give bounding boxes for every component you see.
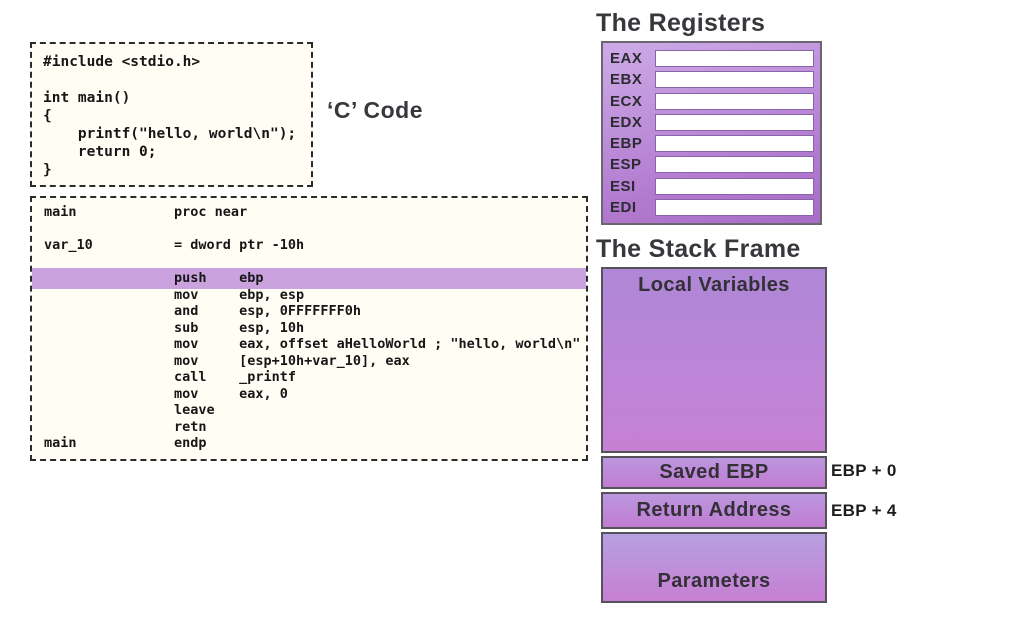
assembly-listing: main proc near var_10 = dword ptr -10h p… bbox=[32, 204, 586, 452]
register-value-box bbox=[655, 71, 814, 89]
assembly-line: main endp bbox=[44, 435, 207, 451]
assembly-line: call _printf bbox=[44, 369, 296, 385]
register-value-box bbox=[655, 156, 814, 174]
c-code-line: { bbox=[43, 108, 52, 124]
assembly-line: var_10 = dword ptr -10h bbox=[44, 237, 305, 253]
registers-title: The Registers bbox=[596, 9, 766, 37]
assembly-line: mov ebp, esp bbox=[44, 286, 305, 303]
register-name: EBP bbox=[610, 135, 643, 153]
stack-segment-label: Parameters bbox=[657, 570, 771, 592]
c-code-box: #include <stdio.h> int main() { printf("… bbox=[30, 42, 313, 187]
assembly-box: main proc near var_10 = dword ptr -10h p… bbox=[30, 196, 588, 461]
stack-segment-label: Return Address bbox=[636, 499, 792, 521]
register-row: EDX bbox=[610, 113, 814, 131]
stack-segment-return-address: Return Address bbox=[601, 492, 827, 529]
register-value-box bbox=[655, 198, 814, 216]
offset-label-ebp-4: EBP + 4 bbox=[831, 501, 897, 520]
register-name: ESI bbox=[610, 177, 636, 195]
assembly-line: mov [esp+10h+var_10], eax bbox=[44, 352, 410, 369]
register-value-box bbox=[655, 92, 814, 110]
register-row: EDI bbox=[610, 198, 814, 216]
register-name: EDI bbox=[610, 198, 637, 216]
offset-label-ebp-0: EBP + 0 bbox=[831, 461, 897, 480]
register-row: EAX bbox=[610, 50, 814, 67]
c-code-line: return 0; bbox=[43, 144, 157, 160]
registers-panel: EAX EBX ECX EDX EBP bbox=[601, 41, 822, 225]
stack-segment-label: Saved EBP bbox=[659, 461, 769, 483]
assembly-line: leave bbox=[44, 402, 215, 418]
register-row: ESI bbox=[610, 177, 814, 195]
register-name: ESP bbox=[610, 156, 642, 174]
register-row: EBP bbox=[610, 135, 814, 153]
stack-segment-local-variables: Local Variables bbox=[601, 267, 827, 453]
register-value-box bbox=[655, 113, 814, 131]
register-name: EDX bbox=[610, 113, 643, 131]
register-name: ECX bbox=[610, 92, 643, 110]
register-value-box bbox=[655, 135, 814, 153]
c-code-line: } bbox=[43, 162, 52, 178]
register-name: EAX bbox=[610, 50, 643, 67]
register-name: EBX bbox=[610, 71, 643, 89]
register-row: ECX bbox=[610, 92, 814, 110]
c-code-line bbox=[43, 71, 305, 89]
assembly-line: mov eax, 0 bbox=[44, 385, 288, 402]
assembly-line: main proc near bbox=[44, 204, 248, 220]
assembly-line: push ebp bbox=[32, 268, 586, 289]
register-row: EBX bbox=[610, 71, 814, 89]
stack-segment-parameters: Parameters bbox=[601, 532, 827, 603]
assembly-line: retn bbox=[44, 418, 207, 435]
stack-frame-title: The Stack Frame bbox=[596, 235, 801, 263]
c-code-line: #include <stdio.h> bbox=[43, 54, 201, 70]
c-code-line: int main() bbox=[43, 90, 131, 106]
assembly-line: sub esp, 10h bbox=[44, 319, 305, 336]
c-code-label: ‘C’ Code bbox=[327, 97, 424, 123]
c-code-line: printf("hello, world\n"); bbox=[43, 126, 297, 142]
assembly-line bbox=[44, 221, 578, 238]
register-value-box bbox=[655, 177, 814, 195]
register-row: ESP bbox=[610, 156, 814, 174]
register-value-box bbox=[655, 50, 814, 67]
stack-segment-label: Local Variables bbox=[638, 274, 790, 296]
assembly-line: mov eax, offset aHelloWorld ; "hello, wo… bbox=[44, 336, 581, 352]
stack-segment-saved-ebp: Saved EBP bbox=[601, 456, 827, 489]
assembly-line: and esp, 0FFFFFFF0h bbox=[44, 303, 361, 319]
c-code-listing: #include <stdio.h> int main() { printf("… bbox=[43, 53, 305, 179]
